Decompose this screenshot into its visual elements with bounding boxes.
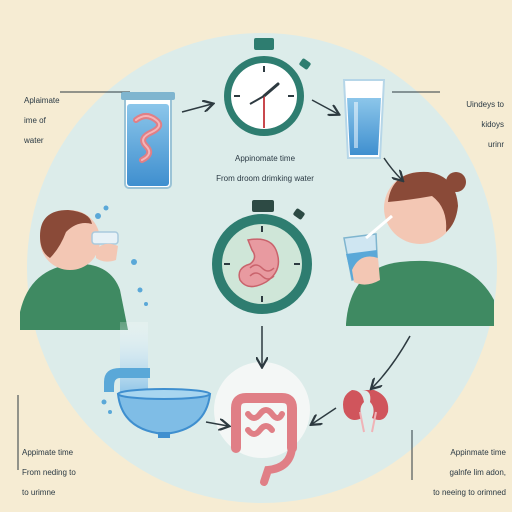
flow-arrows (181, 99, 411, 426)
arrow-watch-to-glass (311, 99, 338, 114)
label-top-left-line-3: water (24, 136, 44, 145)
label-bottom-right-line-1: Appinmate time (450, 448, 506, 457)
label-bottom-right-line-2: galnfe lim adon, (449, 468, 506, 477)
woman-drinking-icon (343, 171, 494, 326)
label-top-right: Uindeys to kidoys urinr (424, 90, 504, 160)
kidneys-icon (343, 390, 389, 433)
label-center: Appinomate time From droom drimking wate… (180, 144, 350, 194)
faucet-and-bowl-icon (101, 368, 212, 438)
water-stream (120, 322, 148, 400)
label-top-left: Aplaimate ime of water (24, 86, 120, 156)
intestines-icon (231, 393, 297, 486)
label-center-line-2: From droom drimking water (216, 174, 314, 183)
label-top-right-line-3: urinr (487, 140, 504, 149)
arrow-glass-to-woman (383, 157, 402, 180)
label-top-right-line-1: Uindeys to (466, 100, 504, 109)
stopwatch-icon (224, 38, 311, 136)
label-bottom-right: Appinmate time galnfe lim adon, to neein… (398, 438, 506, 508)
glass-of-water-icon (342, 79, 386, 159)
label-center-line-1: Appinomate time (234, 154, 296, 163)
label-top-left-line-1: Aplaimate (24, 96, 60, 105)
test-tube-with-intestines-icon (121, 92, 175, 189)
label-top-left-line-2: ime of (24, 116, 46, 125)
stopwatch-with-stomach-icon (212, 200, 312, 314)
person-drinking-icon (20, 205, 148, 330)
label-bottom-left-line-2: From neding to (22, 468, 76, 477)
label-bottom-left-line-3: to urimne (22, 488, 56, 497)
label-top-right-line-2: kidoys (481, 120, 504, 129)
label-bottom-right-line-3: to neeing to orimned (433, 488, 506, 497)
arrow-kidneys-to-intestines (312, 407, 337, 424)
label-bottom-left-line-1: Appimate time (22, 448, 74, 457)
label-bottom-left: Appimate time From neding to to urimne (22, 438, 132, 508)
arrow-bowl-to-intestines (205, 422, 228, 426)
arrow-tube-to-watch (181, 104, 212, 113)
arrow-woman-to-center (372, 335, 411, 388)
